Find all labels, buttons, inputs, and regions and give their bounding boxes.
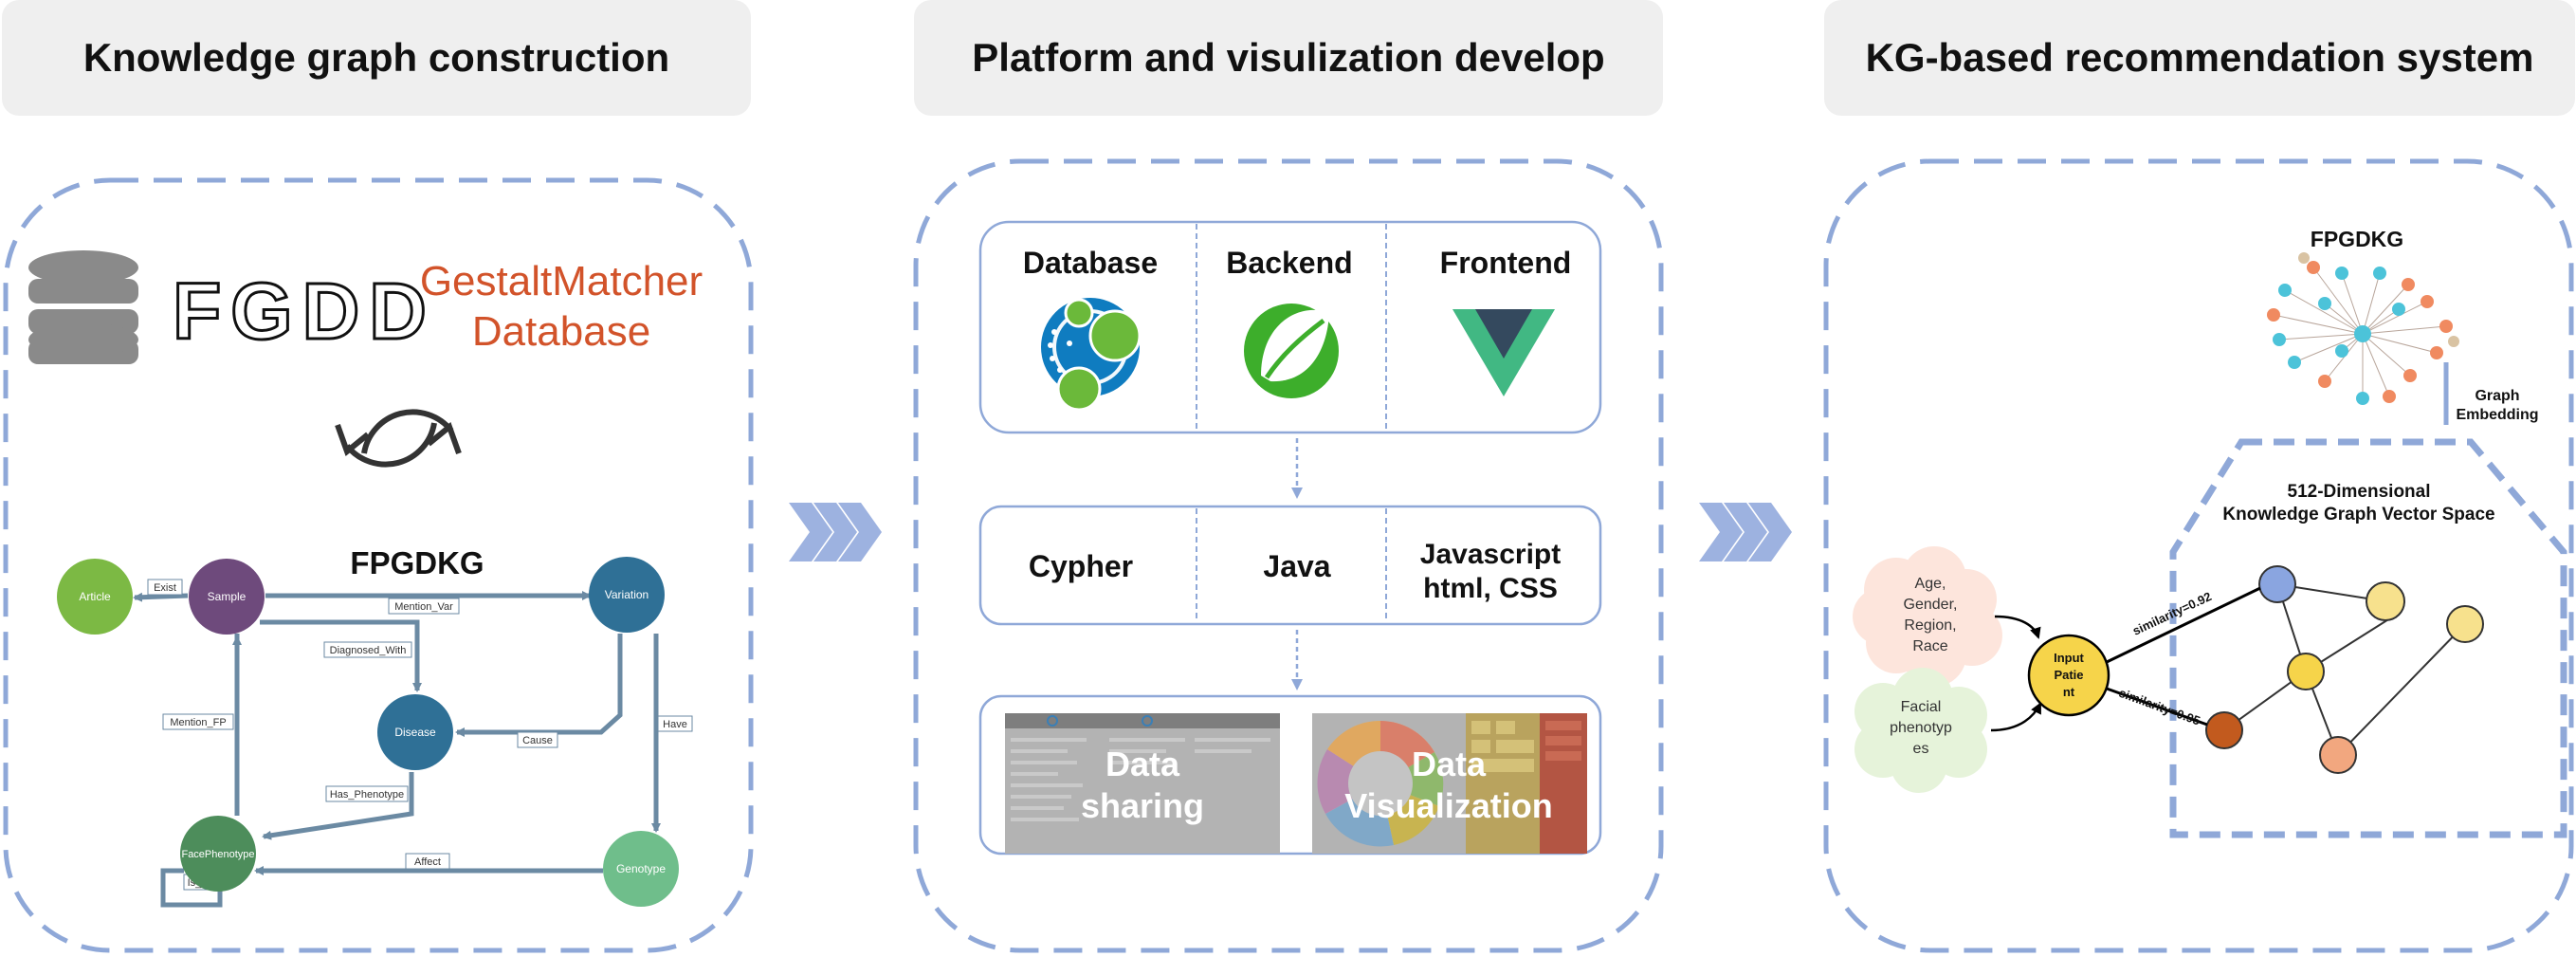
- sync-icon: [335, 409, 462, 468]
- svg-text:Sample: Sample: [208, 590, 247, 603]
- facial-line1: Facial: [1901, 699, 1942, 715]
- embedding-label-line2: Embedding: [2456, 407, 2538, 423]
- input-patient-node: [2027, 634, 2110, 717]
- edge-label-mention-var: Mention_Var: [394, 601, 453, 613]
- gestalt-logo-line2: Database: [472, 308, 650, 355]
- edge-label-affect: Affect: [414, 856, 441, 868]
- right-panel-border: [1823, 158, 2574, 953]
- data-sharing-line1: Data: [1105, 745, 1180, 783]
- edge-label-diagnosed-with: Diagnosed_With: [330, 645, 407, 656]
- demo-region: Region,: [1904, 617, 1956, 634]
- chevron-arrow-icon: [789, 503, 882, 561]
- header-recommendation: KG-based recommendation system: [1824, 0, 2575, 116]
- demo-gender: Gender,: [1904, 597, 1958, 613]
- vector-nodes: [2205, 565, 2484, 774]
- data-vis-line2: Visualization: [1344, 786, 1552, 825]
- input-line1: Input: [2054, 651, 2084, 665]
- vector-space-border: [2169, 438, 2567, 838]
- facial-line3: es: [1913, 741, 1929, 757]
- language-box: [978, 505, 1602, 626]
- stack-frontend-label: Frontend: [1440, 246, 1572, 280]
- left-panel-border: [3, 177, 754, 953]
- kg-nodes: Article Sample Variation Disease FacePhe…: [57, 557, 679, 907]
- lang-js-line2: html, CSS: [1423, 573, 1558, 604]
- facial-phenotypes-cloud: [1854, 668, 1987, 793]
- svg-text:Genotype: Genotype: [616, 862, 666, 875]
- demo-age: Age,: [1915, 576, 1946, 592]
- header-platform: Platform and visulization develop: [914, 0, 1663, 116]
- embedding-label-line1: Graph: [2475, 388, 2519, 404]
- demographics-cloud: [1853, 546, 2002, 687]
- stack-backend-label: Backend: [1226, 246, 1352, 280]
- lang-js-line1: Javascript: [1420, 539, 1561, 570]
- data-visualization-screenshot: Data Visualization: [1312, 713, 1587, 854]
- spring-leaf-icon: [1244, 304, 1339, 398]
- header-knowledge-graph: Knowledge graph construction: [2, 0, 751, 116]
- demo-race: Race: [1912, 638, 1947, 654]
- edge-label-cause: Cause: [522, 735, 553, 746]
- edge-label-exist: Exist: [154, 582, 176, 594]
- node-facephenotype: [180, 816, 256, 892]
- vector-space-line1: 512-Dimensional: [2288, 482, 2431, 502]
- data-sharing-line2: sharing: [1081, 786, 1204, 825]
- fpgdkg-title-right: FPGDKG: [2311, 227, 2403, 251]
- node-variation: [589, 557, 665, 633]
- node-disease: [377, 694, 453, 770]
- vector-space-line2: Knowledge Graph Vector Space: [2222, 505, 2494, 525]
- data-vis-line1: Data: [1412, 745, 1487, 783]
- lang-cypher: Cypher: [1029, 549, 1133, 583]
- svg-text:FacePhenotype: FacePhenotype: [181, 849, 254, 860]
- edge-label-have: Have: [663, 719, 687, 730]
- vue-icon: [1452, 309, 1555, 396]
- neo4j-icon: [1041, 298, 1142, 412]
- edge-label-has-phenotype: Has_Phenotype: [330, 789, 404, 801]
- facial-line2: phenotyp: [1890, 720, 1952, 736]
- svg-text:Variation: Variation: [605, 588, 649, 601]
- edge-label-mention-fp: Mention_FP: [170, 717, 226, 728]
- node-sample: [189, 559, 265, 635]
- svg-text:Disease: Disease: [394, 726, 436, 739]
- middle-panel-border: [913, 158, 1664, 953]
- node-genotype: [603, 831, 679, 907]
- fpgdkg-title-left: FPGDKG: [350, 545, 484, 580]
- mini-kg-icon: [2267, 252, 2459, 405]
- gestalt-logo-line1: GestaltMatcher: [420, 258, 703, 304]
- vector-graph: [2223, 583, 2466, 756]
- stack-database-label: Database: [1023, 246, 1158, 280]
- fgdd-logo: FGDD: [173, 267, 436, 356]
- similarity-2: similarity=0.95: [2117, 686, 2202, 728]
- lang-java: Java: [1263, 549, 1330, 583]
- svg-text:Article: Article: [79, 590, 111, 603]
- chevron-arrow-icon: [1699, 503, 1792, 561]
- node-article: [57, 559, 133, 635]
- data-sharing-screenshot: Data sharing: [1005, 713, 1280, 854]
- database-icon: [28, 250, 138, 364]
- input-line2: Patie: [2054, 668, 2083, 682]
- input-line3: nt: [2063, 685, 2075, 699]
